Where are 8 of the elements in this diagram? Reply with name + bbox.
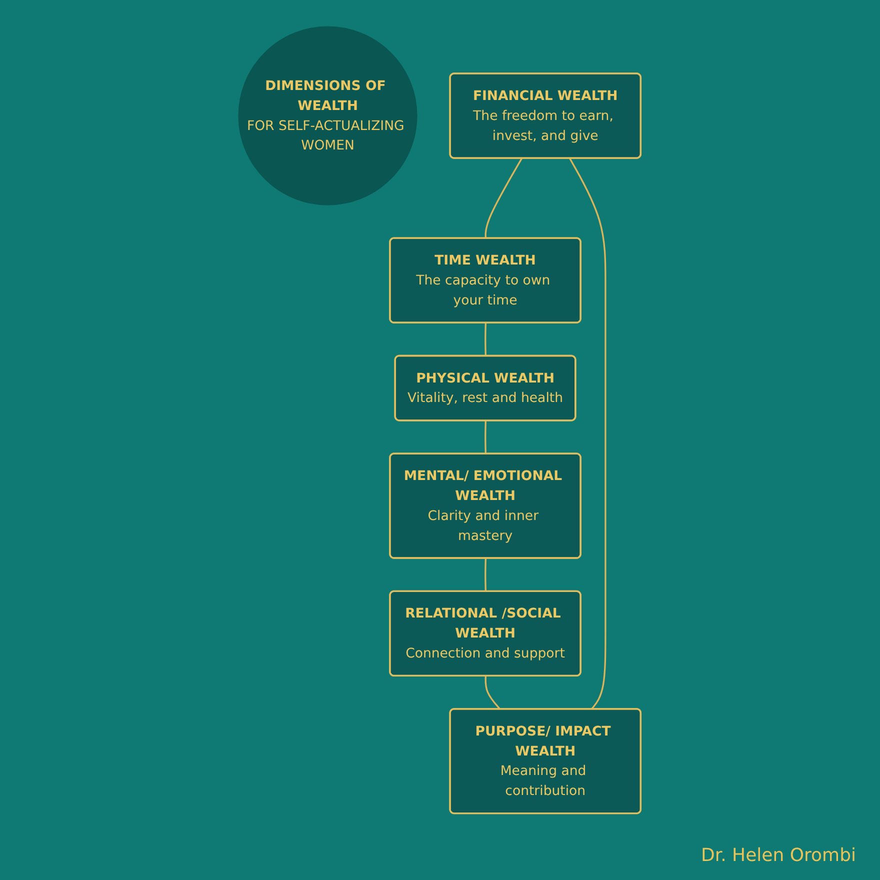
node-circle: DIMENSIONS OF WEALTH FOR SELF-ACTUALIZING WOMEN	[238, 26, 418, 206]
connector	[569, 158, 607, 710]
connector	[485, 158, 523, 238]
connector	[484, 420, 487, 454]
connector	[484, 558, 487, 592]
connector	[485, 676, 502, 710]
author-credit: Dr. Helen Orombi	[700, 845, 856, 866]
connector	[484, 322, 487, 356]
